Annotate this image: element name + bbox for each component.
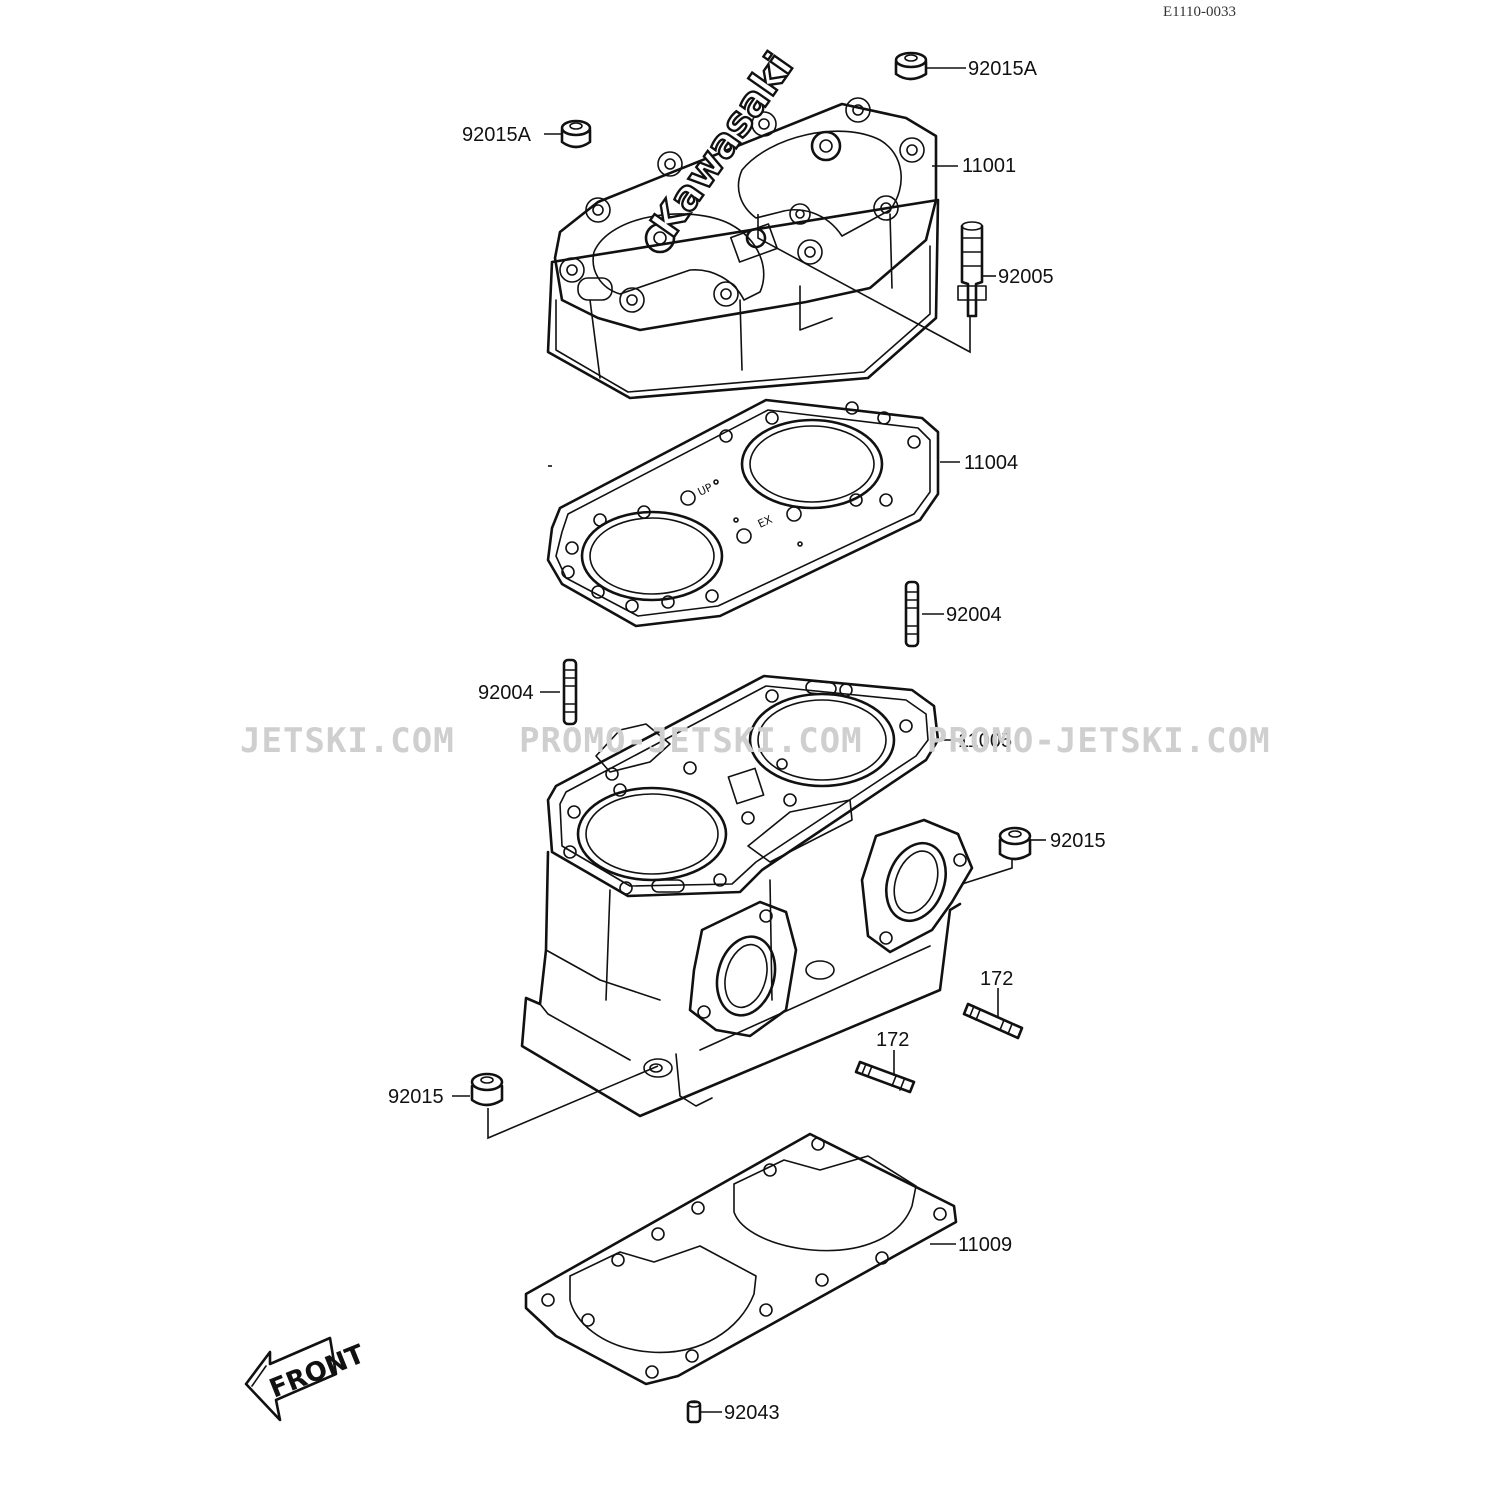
label-cylinder: 11005 xyxy=(958,730,1012,752)
head-gasket: UP EX xyxy=(546,398,940,628)
stud-92004-left xyxy=(562,658,578,726)
nut-92015a-left xyxy=(560,119,592,149)
label-nut-92015a-top: 92015A xyxy=(968,58,1038,80)
label-stud-172-right: 172 xyxy=(980,968,1013,990)
label-nut-right: 92015 xyxy=(1050,830,1106,852)
dowel-pin-92043 xyxy=(686,1400,702,1424)
label-base-gasket: 11009 xyxy=(958,1234,1012,1256)
stud-92004-right xyxy=(904,580,920,648)
base-gasket xyxy=(524,1132,958,1386)
nut-92015-right xyxy=(998,826,1032,861)
cylinder-head: Kawasaki xyxy=(546,44,940,400)
label-nut-left: 92015 xyxy=(388,1086,444,1108)
nut-92015-left xyxy=(470,1072,504,1107)
label-stud-left: 92004 xyxy=(478,682,534,704)
gasket-up-mark: UP xyxy=(696,481,715,499)
part-labels: 92015A 92015A 11001 92005 11004 92004 92… xyxy=(388,58,1106,1424)
fitting-92005 xyxy=(957,221,987,318)
label-stud-right: 92004 xyxy=(946,604,1002,626)
cylinder-block xyxy=(520,674,974,1118)
diagram-code: E1110-0033 xyxy=(1163,4,1236,20)
leader-lines xyxy=(452,67,1046,1413)
kawasaki-logo: Kawasaki xyxy=(643,45,803,246)
front-label: FRONT xyxy=(265,1339,369,1404)
stud-172-right xyxy=(962,1002,1024,1040)
nut-92015a-top xyxy=(894,51,928,81)
gasket-ex-mark: EX xyxy=(756,513,775,531)
label-fitting: 92005 xyxy=(998,266,1054,288)
label-cylinder-head: 11001 xyxy=(962,155,1016,177)
front-direction-arrow: FRONT xyxy=(244,1336,369,1422)
label-head-gasket: 11004 xyxy=(964,452,1018,474)
label-nut-92015a-left: 92015A xyxy=(462,124,532,146)
label-dowel-pin: 92043 xyxy=(724,1402,780,1424)
watermark: JETSKI.COM PROMO-JETSKI.COM PROMO-JETSKI… xyxy=(240,721,1271,761)
label-stud-172-left: 172 xyxy=(876,1029,909,1051)
stud-172-left xyxy=(854,1060,916,1094)
